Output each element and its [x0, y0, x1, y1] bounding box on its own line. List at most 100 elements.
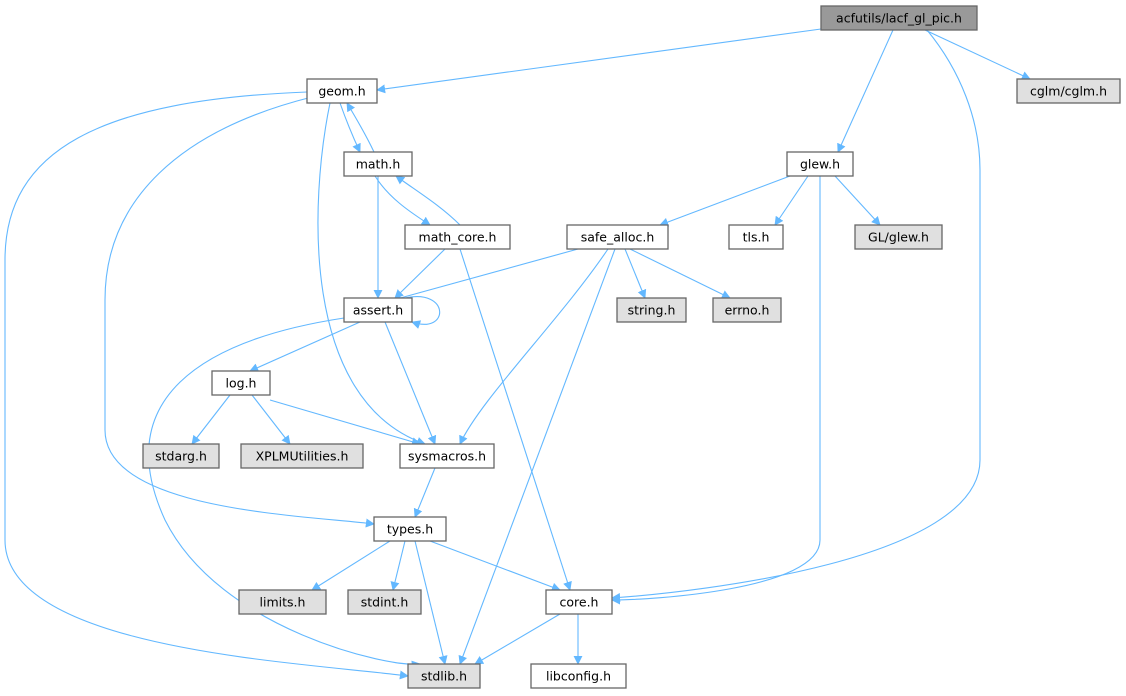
node-tls[interactable]: tls.h — [728, 224, 784, 250]
node-assert[interactable]: assert.h — [343, 297, 413, 323]
edge-assert-to-assert — [404, 296, 441, 329]
node-log[interactable]: log.h — [211, 370, 271, 396]
edge-arrow — [837, 29, 894, 153]
edge-glew-to-tls — [774, 175, 809, 226]
node-types[interactable]: types.h — [373, 516, 447, 542]
edge-safe_alloc-to-sysmacros — [459, 248, 609, 445]
edge-types-to-limits — [311, 540, 391, 591]
edge-math_core-to-assert — [394, 248, 446, 299]
node-label: acfutils/lacf_gl_pic.h — [836, 11, 962, 26]
edge-log-to-sysmacros — [269, 399, 421, 447]
node-cglm[interactable]: cglm/cglm.h — [1016, 78, 1121, 104]
node-stdint[interactable]: stdint.h — [347, 589, 422, 615]
node-label: core.h — [560, 595, 599, 610]
edge-arrow — [392, 248, 579, 303]
edge-arrow — [459, 248, 609, 445]
edge-arrow — [269, 399, 421, 447]
edge-arrow — [390, 540, 406, 591]
node-box — [854, 224, 943, 250]
edge-arrow — [317, 102, 426, 446]
node-label: limits.h — [260, 595, 306, 610]
node-box — [407, 663, 481, 689]
node-label: stdarg.h — [155, 449, 207, 464]
node-box — [786, 151, 854, 177]
node-string[interactable]: string.h — [616, 297, 687, 323]
node-box — [820, 5, 978, 31]
edge-sysmacros-to-types — [413, 467, 436, 518]
node-stdarg[interactable]: stdarg.h — [142, 443, 220, 469]
edge-arrow — [924, 29, 1031, 80]
node-box — [545, 589, 613, 615]
node-box — [343, 297, 413, 323]
edge-math_core-to-core — [459, 248, 572, 591]
node-label: geom.h — [318, 84, 365, 99]
edge-arrow — [413, 467, 436, 518]
node-sysmacros[interactable]: sysmacros.h — [399, 443, 495, 469]
node-math[interactable]: math.h — [343, 151, 413, 177]
edge-log-to-xplm — [251, 394, 291, 445]
edge-root-to-geom — [376, 28, 822, 94]
edge-arrow — [395, 175, 461, 226]
node-glew[interactable]: glew.h — [786, 151, 854, 177]
node-xplm[interactable]: XPLMUtilities.h — [240, 443, 364, 469]
node-label: cglm/cglm.h — [1030, 84, 1107, 99]
node-label: GL/glew.h — [868, 230, 929, 245]
edge-arrow — [774, 175, 809, 226]
node-label: log.h — [226, 376, 257, 391]
edge-arrow — [148, 317, 421, 670]
node-core[interactable]: core.h — [545, 589, 613, 615]
node-box — [306, 78, 378, 104]
node-box — [1016, 78, 1121, 104]
edge-arrow — [191, 394, 231, 445]
edge-arrow — [459, 248, 572, 591]
edge-assert-to-log — [249, 321, 361, 372]
node-limits[interactable]: limits.h — [238, 589, 327, 615]
node-box — [404, 224, 511, 250]
edge-geom-to-types — [104, 96, 375, 528]
edge-safe_alloc-to-errno — [629, 248, 731, 299]
edge-arrow — [339, 102, 361, 153]
node-label: XPLMUtilities.h — [256, 449, 349, 464]
node-root[interactable]: acfutils/lacf_gl_pic.h — [820, 5, 978, 31]
node-box — [399, 443, 495, 469]
edge-arrow — [458, 248, 616, 665]
edge-arrow — [374, 175, 431, 226]
node-glglew[interactable]: GL/glew.h — [854, 224, 943, 250]
node-label: safe_alloc.h — [581, 230, 655, 245]
node-math-core[interactable]: math_core.h — [404, 224, 511, 250]
node-box — [347, 589, 422, 615]
node-safe-alloc[interactable]: safe_alloc.h — [566, 224, 669, 250]
edge-arrow — [414, 540, 448, 665]
edge-geom-to-math — [339, 102, 361, 153]
node-box — [238, 589, 327, 615]
node-label: stdlib.h — [421, 669, 467, 684]
node-stdlib[interactable]: stdlib.h — [407, 663, 481, 689]
edge-arrow — [404, 296, 441, 329]
edge-arrow — [384, 321, 437, 445]
node-box — [142, 443, 220, 469]
node-label: sysmacros.h — [408, 449, 486, 464]
node-label: errno.h — [725, 303, 770, 318]
edge-arrow — [611, 29, 981, 602]
edge-arrow — [376, 28, 822, 94]
edge-arrow — [346, 102, 375, 153]
edge-log-to-stdarg — [191, 394, 231, 445]
edge-glew-to-safe_alloc — [659, 175, 791, 227]
edge-safe_alloc-to-string — [624, 248, 647, 299]
node-geom[interactable]: geom.h — [306, 78, 378, 104]
node-box — [373, 516, 447, 542]
edge-safe_alloc-to-stdlib — [458, 248, 616, 665]
node-libconfig[interactable]: libconfig.h — [530, 663, 627, 689]
edge-types-to-stdlib — [414, 540, 448, 665]
edge-arrow — [629, 248, 731, 299]
edge-arrow — [429, 540, 561, 592]
node-box — [616, 297, 687, 323]
edge-root-to-core — [611, 29, 981, 602]
node-label: glew.h — [800, 157, 840, 172]
edge-arrow — [659, 175, 791, 227]
node-box — [240, 443, 364, 469]
node-label: tls.h — [743, 230, 770, 245]
edge-glew-to-core — [611, 176, 821, 605]
node-errno[interactable]: errno.h — [712, 297, 782, 323]
